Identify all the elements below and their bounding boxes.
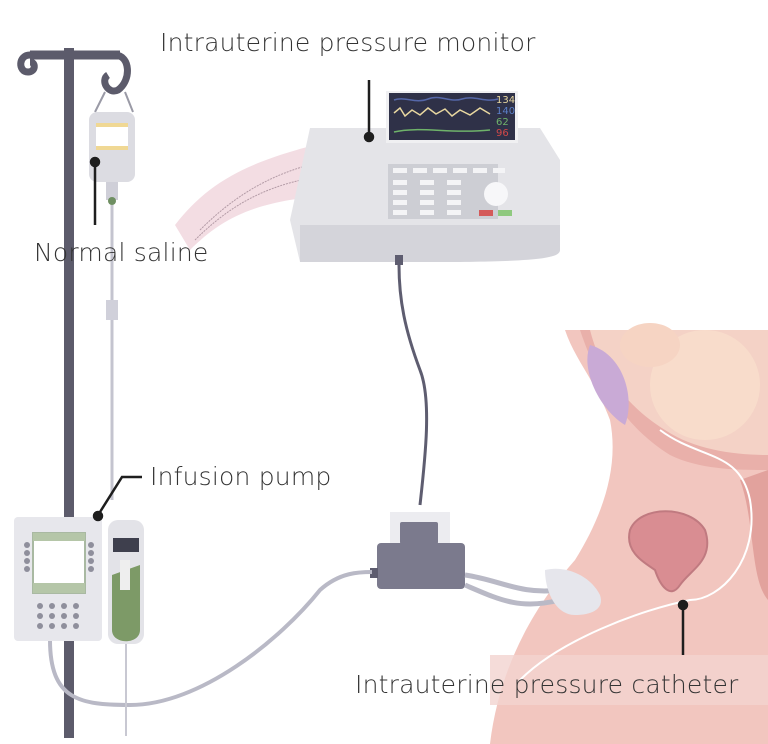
saline-tubing	[48, 570, 373, 708]
readout-2: 140	[496, 106, 516, 117]
saline-bag	[89, 91, 135, 500]
pressure-transducer	[370, 512, 561, 661]
patient-anatomy	[490, 323, 768, 744]
label-pressure-catheter: Intrauterine pressure catheter	[355, 670, 739, 699]
infusion-pump	[14, 517, 144, 736]
readout-3: 62	[496, 117, 509, 128]
leader-lines	[89, 80, 689, 655]
readout-4: 96	[496, 128, 509, 139]
label-infusion-pump: Infusion pump	[150, 462, 332, 491]
pressure-monitor	[175, 91, 560, 265]
monitor-cable	[397, 264, 429, 506]
label-pressure-monitor: Intrauterine pressure monitor	[160, 28, 536, 57]
readout-1: 134	[496, 95, 516, 106]
catheter-holder	[545, 568, 601, 615]
iv-pole	[17, 48, 131, 738]
monitor-readouts: 134 140 62 96	[496, 95, 515, 139]
label-normal-saline: Normal saline	[34, 238, 209, 267]
